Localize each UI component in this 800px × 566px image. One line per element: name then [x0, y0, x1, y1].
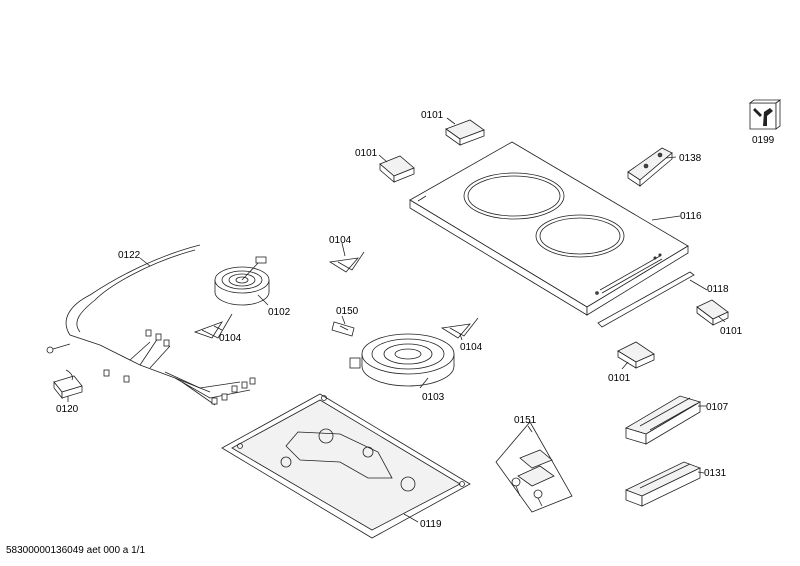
spring-clip-right[interactable] [440, 317, 479, 339]
label-0116: 0116 [680, 211, 702, 222]
label-0150: 0150 [336, 306, 359, 317]
mounting-clip-top[interactable] [445, 119, 485, 146]
hardware-bag-part[interactable] [495, 421, 573, 513]
wrench-icon[interactable] [748, 99, 782, 130]
strain-relief-part[interactable] [53, 369, 83, 400]
label-0199: 0199 [752, 135, 775, 146]
base-pan-part[interactable] [221, 393, 471, 539]
label-0101-bottom: 0101 [608, 373, 631, 384]
power-module-part[interactable] [624, 461, 702, 507]
sensor-part[interactable] [331, 321, 355, 337]
label-0101-top: 0101 [421, 110, 444, 121]
label-0122: 0122 [118, 250, 141, 261]
document-footer: 58300000136049 aet 000 a 1/1 [6, 545, 146, 556]
glass-cooktop-part[interactable] [409, 141, 689, 316]
label-0101-left: 0101 [355, 148, 378, 159]
mounting-clip-bottom[interactable] [617, 341, 655, 369]
label-0104-upper: 0104 [329, 235, 352, 246]
spring-clip-upper[interactable] [328, 251, 365, 273]
label-0104-right: 0104 [460, 342, 483, 353]
mounting-clip-right[interactable] [696, 299, 729, 326]
cable-harness-part[interactable] [46, 244, 256, 406]
label-0119: 0119 [420, 519, 442, 530]
label-0118: 0118 [707, 284, 729, 295]
label-0120: 0120 [56, 404, 79, 415]
bracket-part[interactable] [627, 147, 673, 187]
trim-strip-part[interactable] [597, 271, 695, 328]
label-0138: 0138 [679, 153, 702, 164]
label-0131: 0131 [704, 468, 727, 479]
label-0101-right: 0101 [720, 326, 743, 337]
label-0107: 0107 [706, 402, 729, 413]
heating-element-small[interactable] [214, 256, 270, 306]
mounting-clip-left[interactable] [379, 155, 415, 183]
label-0104-lower: 0104 [219, 333, 242, 344]
spring-clip-lower[interactable] [193, 313, 233, 339]
label-0103: 0103 [422, 392, 445, 403]
label-0151: 0151 [514, 415, 537, 426]
heating-element-large[interactable] [349, 333, 455, 387]
control-module-part[interactable] [625, 395, 701, 445]
label-0102: 0102 [268, 307, 291, 318]
